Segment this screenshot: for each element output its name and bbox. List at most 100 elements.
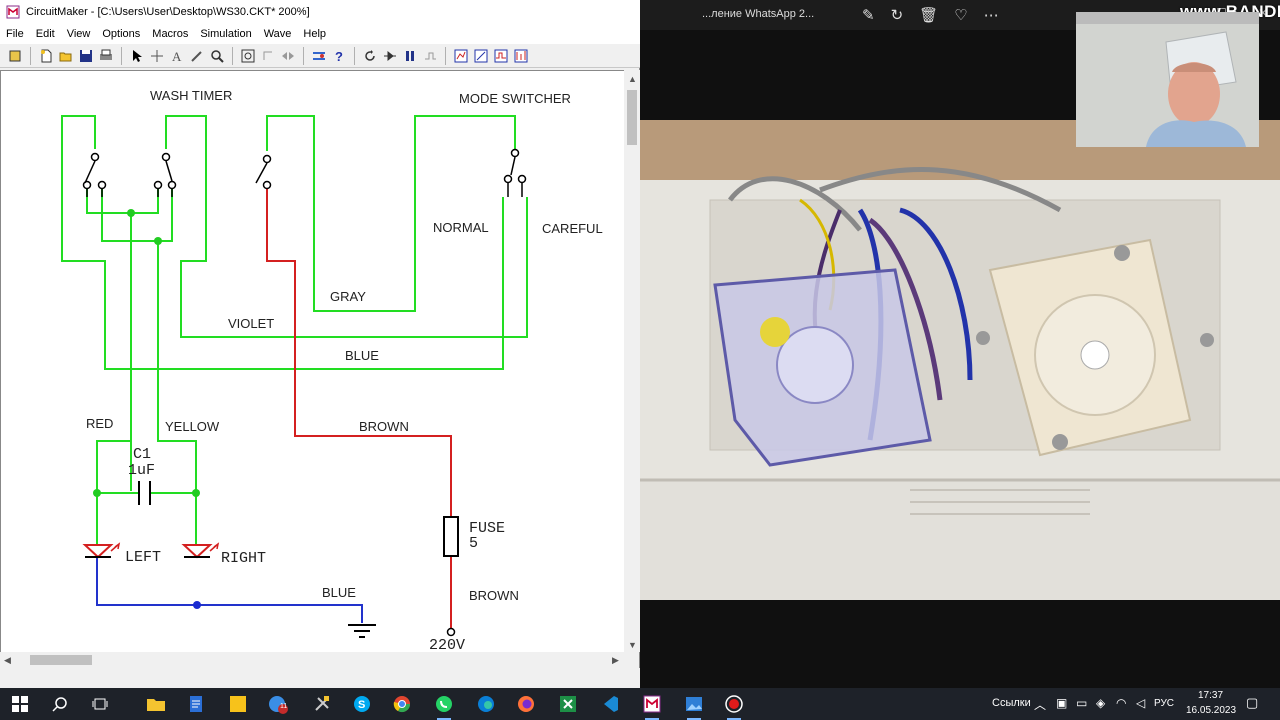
tools-icon[interactable] [310, 692, 334, 716]
file-explorer-icon[interactable] [144, 692, 168, 716]
supply-terminal [446, 627, 456, 637]
clock-date[interactable]: 16.05.2023 [1186, 705, 1237, 716]
label-c1-value: 1uF [128, 462, 155, 479]
schematic-canvas[interactable]: WASH TIMER MODE SWITCHER NORMAL CAREFUL … [0, 70, 624, 652]
close-icon[interactable]: ✕ [1258, 6, 1269, 20]
save-icon[interactable] [77, 47, 95, 65]
vertical-scroll-thumb[interactable] [627, 90, 637, 145]
menu-edit[interactable]: Edit [35, 28, 55, 40]
scroll-up-icon[interactable]: ▲ [628, 74, 637, 84]
arrow-select-icon[interactable] [128, 47, 146, 65]
search-icon[interactable] [48, 692, 72, 716]
scroll-right-icon[interactable]: ▶ [612, 655, 619, 665]
wire-green [165, 115, 528, 338]
viewer-icons: ✎ ↻ 🗑 ♡ ⋯ [862, 6, 999, 24]
open-folder-icon[interactable] [57, 47, 75, 65]
delete-icon[interactable]: 🗑 [919, 7, 939, 24]
wifi-icon[interactable]: ◠ [1116, 696, 1127, 710]
wire-green [61, 115, 504, 370]
edge-icon[interactable] [474, 692, 498, 716]
menu-simulation[interactable]: Simulation [200, 28, 252, 40]
vertical-scrollbar[interactable]: ▲ ▼ [624, 70, 640, 652]
rotate-icon[interactable]: ↻ [890, 7, 904, 24]
scroll-left-icon[interactable]: ◀ [4, 655, 11, 665]
windows-start-icon[interactable] [8, 692, 32, 716]
volume-icon[interactable]: ◁ [1136, 696, 1146, 710]
rotate-icon[interactable] [259, 47, 277, 65]
wire-green [86, 181, 159, 214]
switch-blade [510, 156, 516, 176]
new-file-icon[interactable] [37, 47, 55, 65]
notification-icon[interactable]: ▢ [1246, 695, 1259, 710]
circuitmaker-taskbar-icon[interactable] [640, 692, 664, 720]
links-toolbar-label[interactable]: Ссылки [992, 697, 1031, 709]
probe-tool-icon[interactable] [472, 47, 490, 65]
skype-icon[interactable]: S [350, 692, 374, 716]
menu-macros[interactable]: Macros [152, 28, 189, 40]
antivirus-icon[interactable]: ◈ [1096, 696, 1106, 710]
whatsapp-icon[interactable] [432, 692, 456, 720]
menu-wave[interactable]: Wave [263, 28, 292, 40]
svg-text:S: S [358, 699, 365, 711]
title-bar: CircuitMaker - [C:\Users\User\Desktop\WS… [0, 0, 640, 24]
reset-icon[interactable] [361, 47, 379, 65]
horizontal-scrollbar[interactable]: ◀ ▶ [0, 652, 624, 668]
edit-image-icon[interactable]: ✎ [862, 7, 875, 24]
trace-icon[interactable] [452, 47, 470, 65]
probe-icon[interactable] [188, 47, 206, 65]
webcam-overlay [1076, 12, 1259, 147]
firefox-icon[interactable] [514, 692, 538, 716]
switch-contact [510, 148, 520, 158]
horizontal-scroll-thumb[interactable] [30, 655, 92, 665]
menu-file[interactable]: File [6, 28, 24, 40]
vscode-icon[interactable] [598, 692, 622, 716]
help-icon[interactable]: ? [330, 47, 348, 65]
zoom-fit-icon[interactable] [239, 47, 257, 65]
step-icon[interactable] [421, 47, 439, 65]
svg-text:A: A [172, 49, 182, 63]
chevron-up-icon[interactable]: ︿ [1034, 698, 1047, 712]
circuitmaker-window: CircuitMaker - [C:\Users\User\Desktop\WS… [0, 0, 640, 688]
junction-dot-blue [193, 601, 201, 609]
switch-contact [167, 180, 177, 190]
notepad-icon[interactable] [184, 692, 208, 716]
print-icon[interactable] [97, 47, 115, 65]
record-icon[interactable] [722, 692, 746, 720]
run-simulation-icon[interactable] [381, 47, 399, 65]
photos-icon[interactable] [682, 692, 706, 720]
toolbar-separator [354, 46, 355, 65]
task-view-icon[interactable] [88, 692, 112, 716]
wire-tool-icon[interactable] [148, 47, 166, 65]
mail-icon[interactable]: 11 [266, 692, 290, 716]
scroll-down-icon[interactable]: ▼ [628, 640, 637, 650]
clock-time[interactable]: 17:37 [1198, 690, 1224, 701]
timer-photo-drawing [640, 120, 1280, 600]
mirror-icon[interactable] [279, 47, 297, 65]
menu-options[interactable]: Options [102, 28, 141, 40]
menu-help[interactable]: Help [303, 28, 327, 40]
pause-icon[interactable] [401, 47, 419, 65]
text-tool-icon[interactable]: A [168, 47, 186, 65]
sticky-notes-icon[interactable] [226, 692, 250, 716]
more-options-icon[interactable]: ⋯ [983, 7, 999, 24]
capacitor-c1 [138, 481, 151, 505]
waveform-icon[interactable] [492, 47, 510, 65]
wire-green [157, 241, 197, 547]
mail-badge: 11 [280, 703, 288, 710]
magnifier-icon[interactable] [208, 47, 226, 65]
battery-icon[interactable]: ▭ [1076, 696, 1088, 710]
tray-app-icon[interactable]: ▣ [1056, 696, 1068, 710]
label-blue-top: BLUE [345, 348, 379, 363]
favorite-icon[interactable]: ♡ [954, 7, 968, 24]
language-indicator[interactable]: РУС [1154, 698, 1175, 709]
excel-icon[interactable] [556, 692, 580, 716]
analysis-icon[interactable] [512, 47, 530, 65]
parts-icon[interactable] [6, 47, 24, 65]
digital-mode-icon[interactable] [310, 47, 328, 65]
toolbar-separator [232, 46, 233, 65]
label-right: RIGHT [221, 550, 266, 567]
chrome-icon[interactable] [390, 692, 414, 716]
switch-contact [153, 180, 163, 190]
label-blue-bottom: BLUE [322, 585, 356, 600]
menu-view[interactable]: View [66, 28, 91, 40]
